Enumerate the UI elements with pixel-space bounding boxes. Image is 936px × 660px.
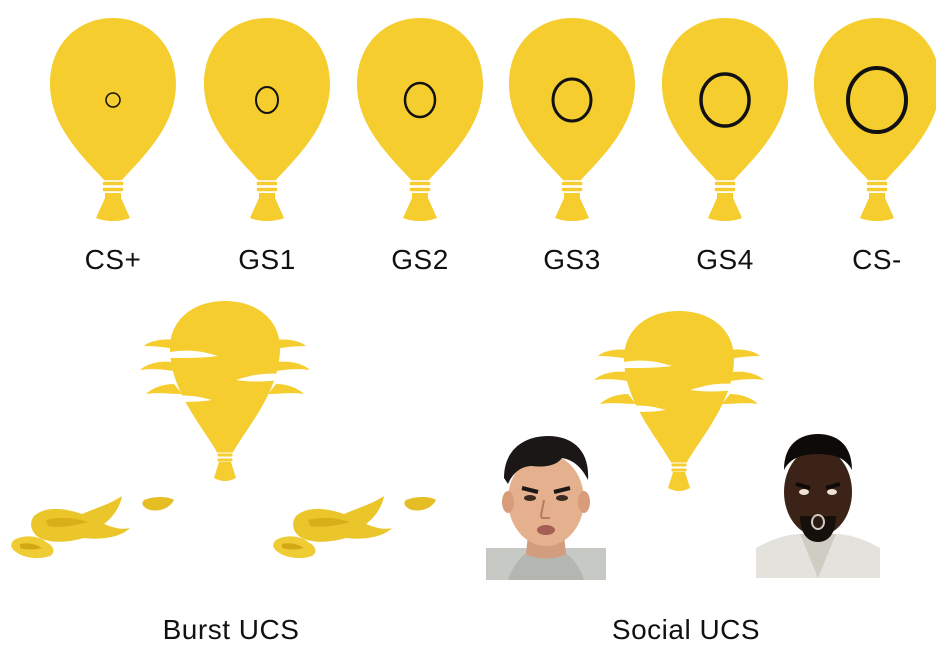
burst-balloon-icon — [140, 300, 310, 482]
balloon-gs1 — [203, 17, 331, 222]
balloon-fragment-icon — [11, 496, 174, 559]
balloon-icon — [661, 17, 789, 222]
balloon-fragment-icon — [273, 496, 436, 559]
balloon-gs4 — [661, 17, 789, 222]
burst-ucs-label: Burst UCS — [162, 614, 300, 645]
balloon-icon — [356, 17, 484, 222]
stimulus-label: GS3 — [543, 244, 601, 275]
balloon-icon — [49, 17, 177, 222]
stimulus-label: CS+ — [84, 244, 142, 275]
balloon-icon — [203, 17, 331, 222]
ring-size-marker — [551, 77, 593, 123]
ring-size-marker — [403, 81, 437, 119]
stimulus-label: GS4 — [696, 244, 754, 275]
ring-size-marker — [699, 72, 751, 128]
stimulus-label: CS- — [852, 244, 902, 275]
angry-face-photo-icon — [486, 436, 606, 580]
balloon-cs-minus — [813, 17, 936, 222]
ring-size-marker — [846, 66, 908, 134]
balloon-gs2 — [356, 17, 484, 222]
balloon-cs-minusplus — [49, 17, 177, 222]
balloon-icon — [813, 17, 936, 222]
ring-size-marker — [255, 86, 279, 114]
burst-balloon-icon — [594, 310, 764, 492]
stimulus-label: GS1 — [238, 244, 296, 275]
balloon-gs3 — [508, 17, 636, 222]
social-ucs-label: Social UCS — [611, 614, 761, 645]
stimulus-label: GS2 — [391, 244, 449, 275]
angry-face-photo-icon — [756, 434, 880, 578]
ring-size-marker — [105, 92, 121, 108]
